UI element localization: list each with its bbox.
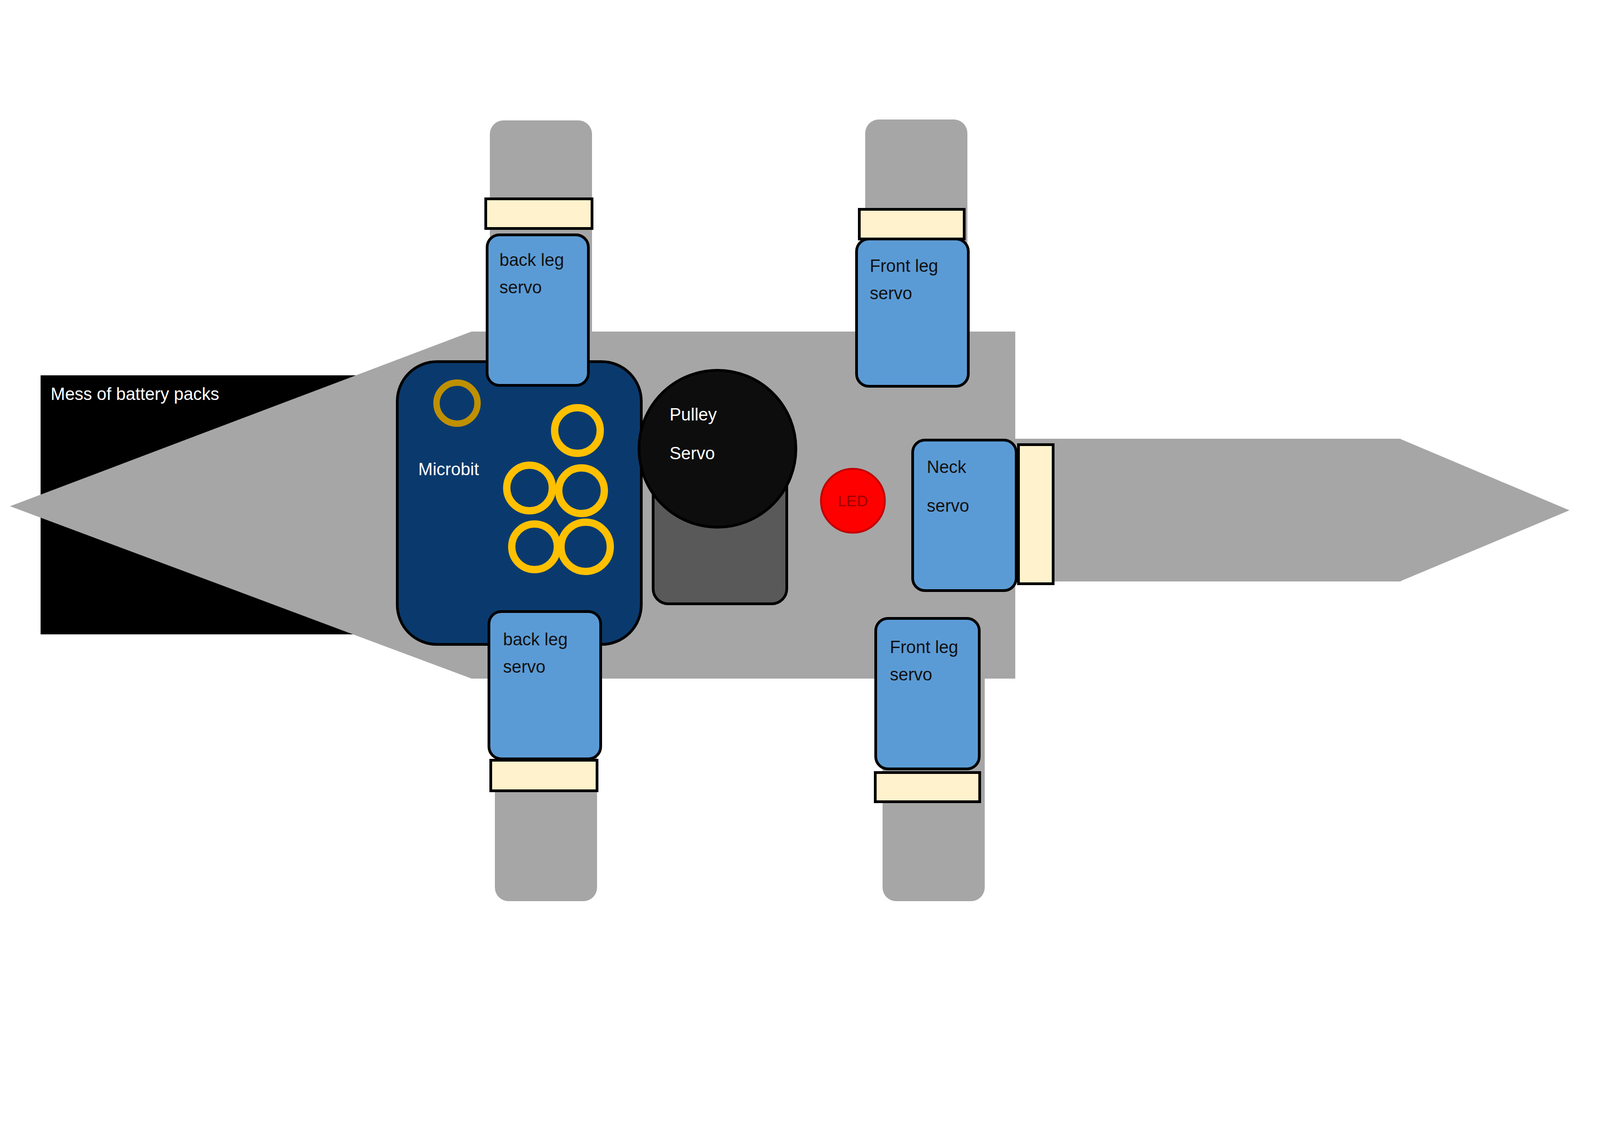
node-label: Pulley Servo [669,395,743,473]
node-label: back leg servo [499,246,578,302]
microbit-board: Microbit [395,360,643,646]
node-label: Mess of battery packs [50,383,343,405]
battery-pack-block: Mess of battery packs [40,375,359,635]
servo-horn [490,760,598,791]
pin-ring [511,524,558,570]
pin-ring [436,382,478,424]
node-label: Microbit [418,458,510,480]
node-label: back leg servo [503,625,586,681]
node-label: Front leg servo [889,633,971,689]
neck [1015,438,1401,582]
servo-horn [875,772,980,802]
pin-ring [558,467,605,514]
servo-horn [859,209,965,239]
servo-horn [1018,444,1054,584]
pin-ring [554,407,601,454]
node-label: LED [837,491,868,510]
servo-box: Front leg servo [855,237,970,388]
servo-box: back leg servo [485,233,590,387]
led-circle: LED [820,467,886,534]
node-label: Front leg servo [869,252,952,307]
pulley-servo-circle: Pulley Servo [637,368,798,529]
node-label: Neck servo [926,447,991,526]
servo-box: Neck servo [911,438,1018,593]
connector-pins [395,360,643,646]
servo-box: back leg servo [487,610,603,761]
servo-box: Front leg servo [874,617,981,771]
head [1399,438,1570,582]
pin-ring [561,522,611,572]
servo-horn [485,198,593,229]
pin-ring [506,465,553,511]
